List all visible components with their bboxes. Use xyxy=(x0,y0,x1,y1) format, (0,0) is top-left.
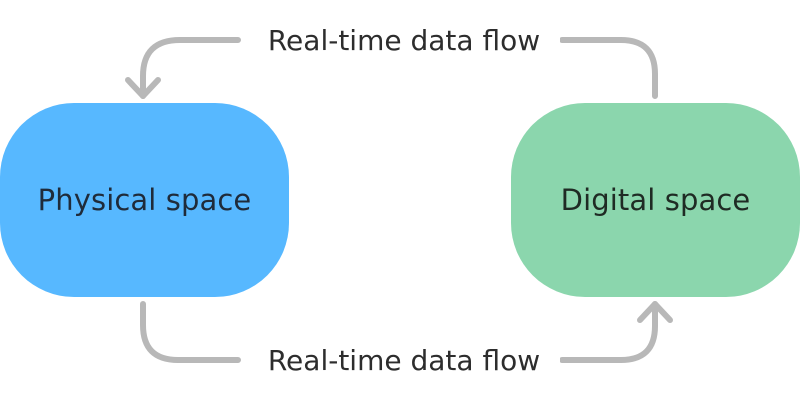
bottom-flow-label: Real-time data flow xyxy=(248,341,560,381)
physical-space-label: Physical space xyxy=(37,182,252,217)
bottom-flow-connector xyxy=(140,301,658,363)
top-flow-label: Real-time data flow xyxy=(248,21,560,61)
physical-space-node: Physical space xyxy=(0,103,289,297)
bottom-flow-arrowhead xyxy=(637,301,673,323)
top-flow-connector xyxy=(140,37,658,99)
top-flow-arrowhead xyxy=(125,77,161,99)
digital-space-label: Digital space xyxy=(560,182,751,217)
digital-space-node: Digital space xyxy=(511,103,800,297)
